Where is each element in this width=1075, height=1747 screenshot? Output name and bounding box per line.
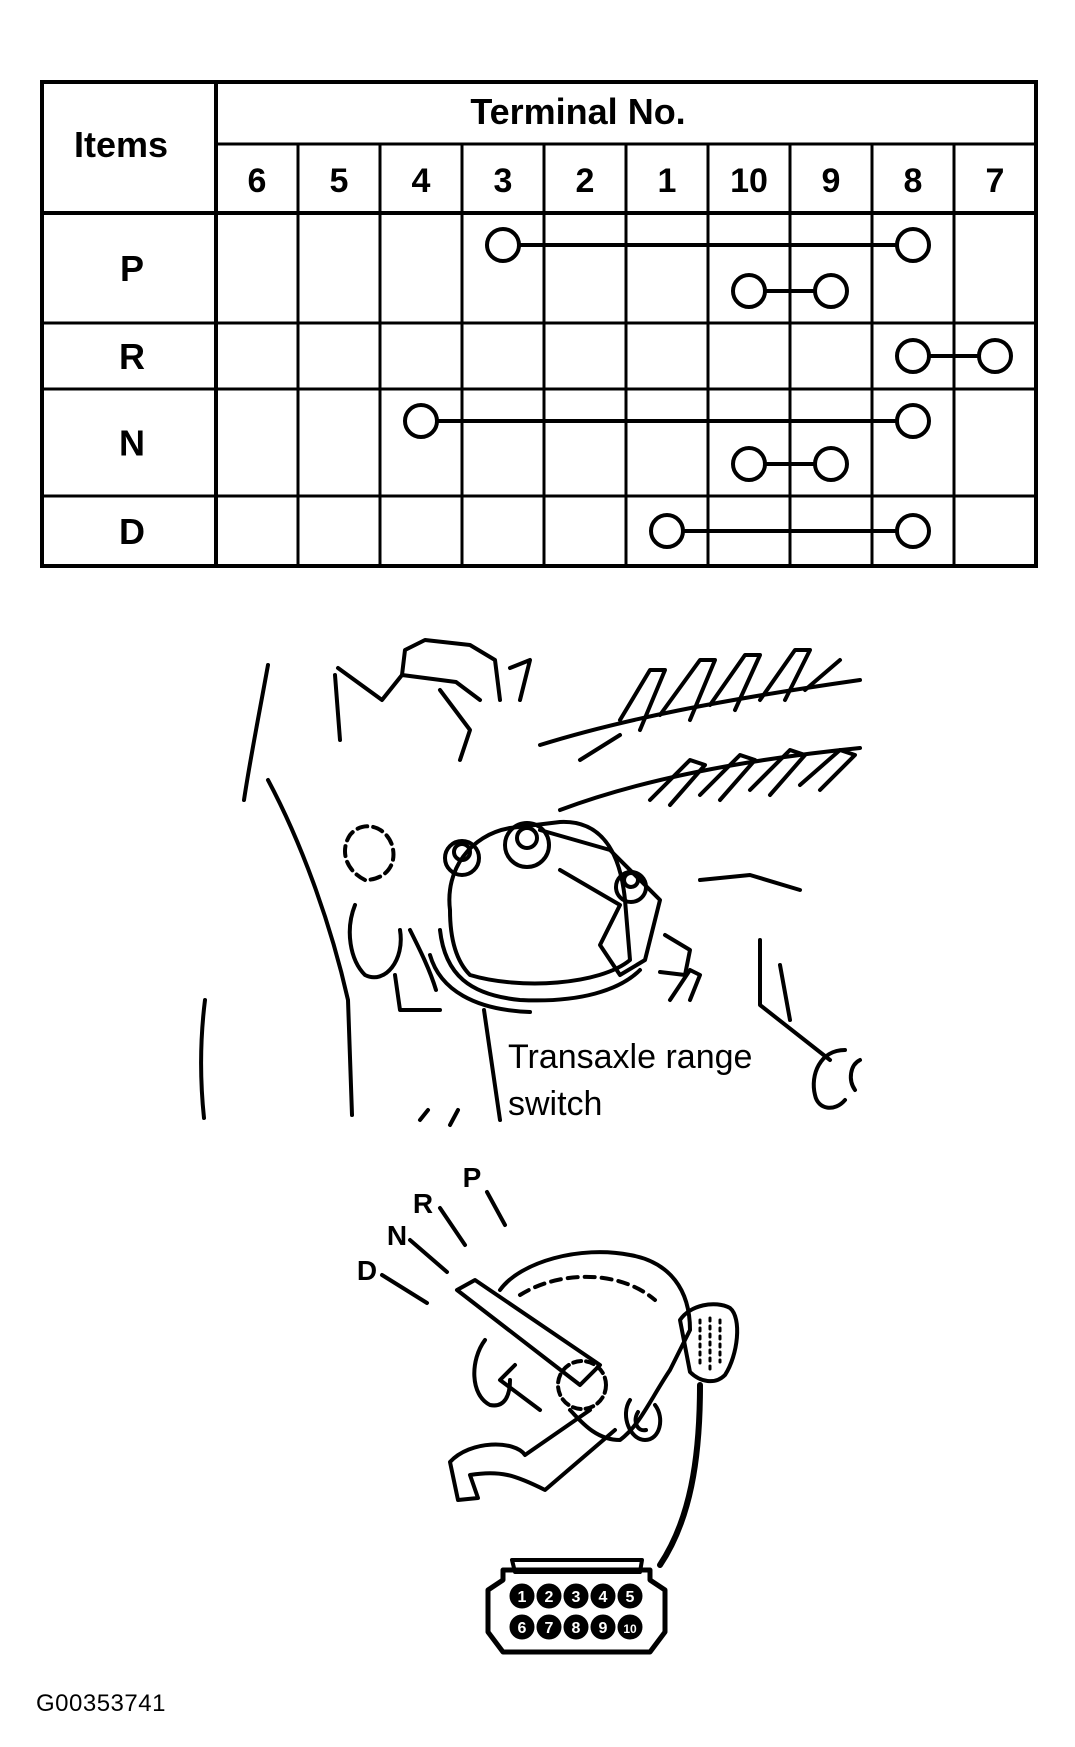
connector-pin: [509, 1614, 535, 1640]
connector-pin-number: 9: [599, 1620, 608, 1637]
connector-pin-number: 10: [623, 1622, 637, 1636]
terminal-contact-circle: [895, 403, 931, 439]
terminal-contact-circle: [485, 227, 521, 263]
terminal-contact-circle: [731, 273, 767, 309]
switch-label-line2: switch: [508, 1085, 602, 1123]
terminal-contact-circle: [895, 227, 931, 263]
connector-pin-number: 1: [518, 1589, 527, 1606]
connector-pin-number: 8: [572, 1620, 581, 1637]
connector-pin: [536, 1614, 562, 1640]
row-label-n: N: [119, 423, 145, 464]
connector-pin: [563, 1614, 589, 1640]
row-label-p: P: [120, 248, 144, 289]
terminal-contact-circle: [403, 403, 439, 439]
lever-position-d: D: [357, 1255, 377, 1286]
connector-pin-number: 3: [572, 1589, 581, 1606]
connector-pin: [563, 1583, 589, 1609]
terminal-number-label: 6: [248, 162, 267, 200]
terminal-number-label: 4: [412, 162, 431, 200]
lever-position-r: R: [413, 1188, 433, 1219]
connector-pin-number: 5: [626, 1589, 635, 1606]
terminal-contact-circle: [977, 338, 1013, 374]
lever-position-illustration: [380, 1190, 740, 1655]
lever-position-n: N: [387, 1220, 407, 1251]
connector-pin: [536, 1583, 562, 1609]
connector-pin: [617, 1614, 643, 1640]
connector-pin: [590, 1614, 616, 1640]
terminal-number-label: 7: [986, 162, 1005, 200]
terminal-number-label: 8: [904, 162, 923, 200]
terminal-number-label: 3: [494, 162, 513, 200]
terminal-number-label: 10: [730, 162, 768, 200]
connector-pin-number: 7: [545, 1620, 554, 1637]
terminal-contact-circle: [895, 338, 931, 374]
terminal-contact-circle: [731, 446, 767, 482]
terminal-number-label: 1: [658, 162, 677, 200]
continuity-table: Items Terminal No. 6 5 4 3 2 1 10 9 8 7 P R N D: [40, 80, 1038, 568]
connector-pin: [590, 1583, 616, 1609]
connector-pin: [509, 1583, 535, 1609]
connector-pin-number: 4: [599, 1589, 608, 1606]
transaxle-switch-illustration: [199, 638, 862, 1127]
connector-pin-number: 6: [518, 1620, 527, 1637]
terminal-header: Terminal No.: [470, 91, 685, 132]
items-header: Items: [74, 124, 168, 165]
row-label-d: D: [119, 511, 145, 552]
lever-position-p: P: [463, 1162, 482, 1193]
row-label-r: R: [119, 336, 145, 377]
figure-id: G00353741: [36, 1690, 166, 1717]
terminal-contact-circle: [895, 513, 931, 549]
terminal-contact-circle: [813, 273, 849, 309]
terminal-number-label: 2: [576, 162, 595, 200]
terminal-contact-circle: [813, 446, 849, 482]
terminal-number-label: 5: [330, 162, 349, 200]
terminal-number-label: 9: [822, 162, 841, 200]
switch-label-line1: Transaxle range: [508, 1038, 752, 1076]
terminal-contact-circle: [649, 513, 685, 549]
connector-pin: [617, 1583, 643, 1609]
connector-pin-number: 2: [545, 1589, 554, 1606]
